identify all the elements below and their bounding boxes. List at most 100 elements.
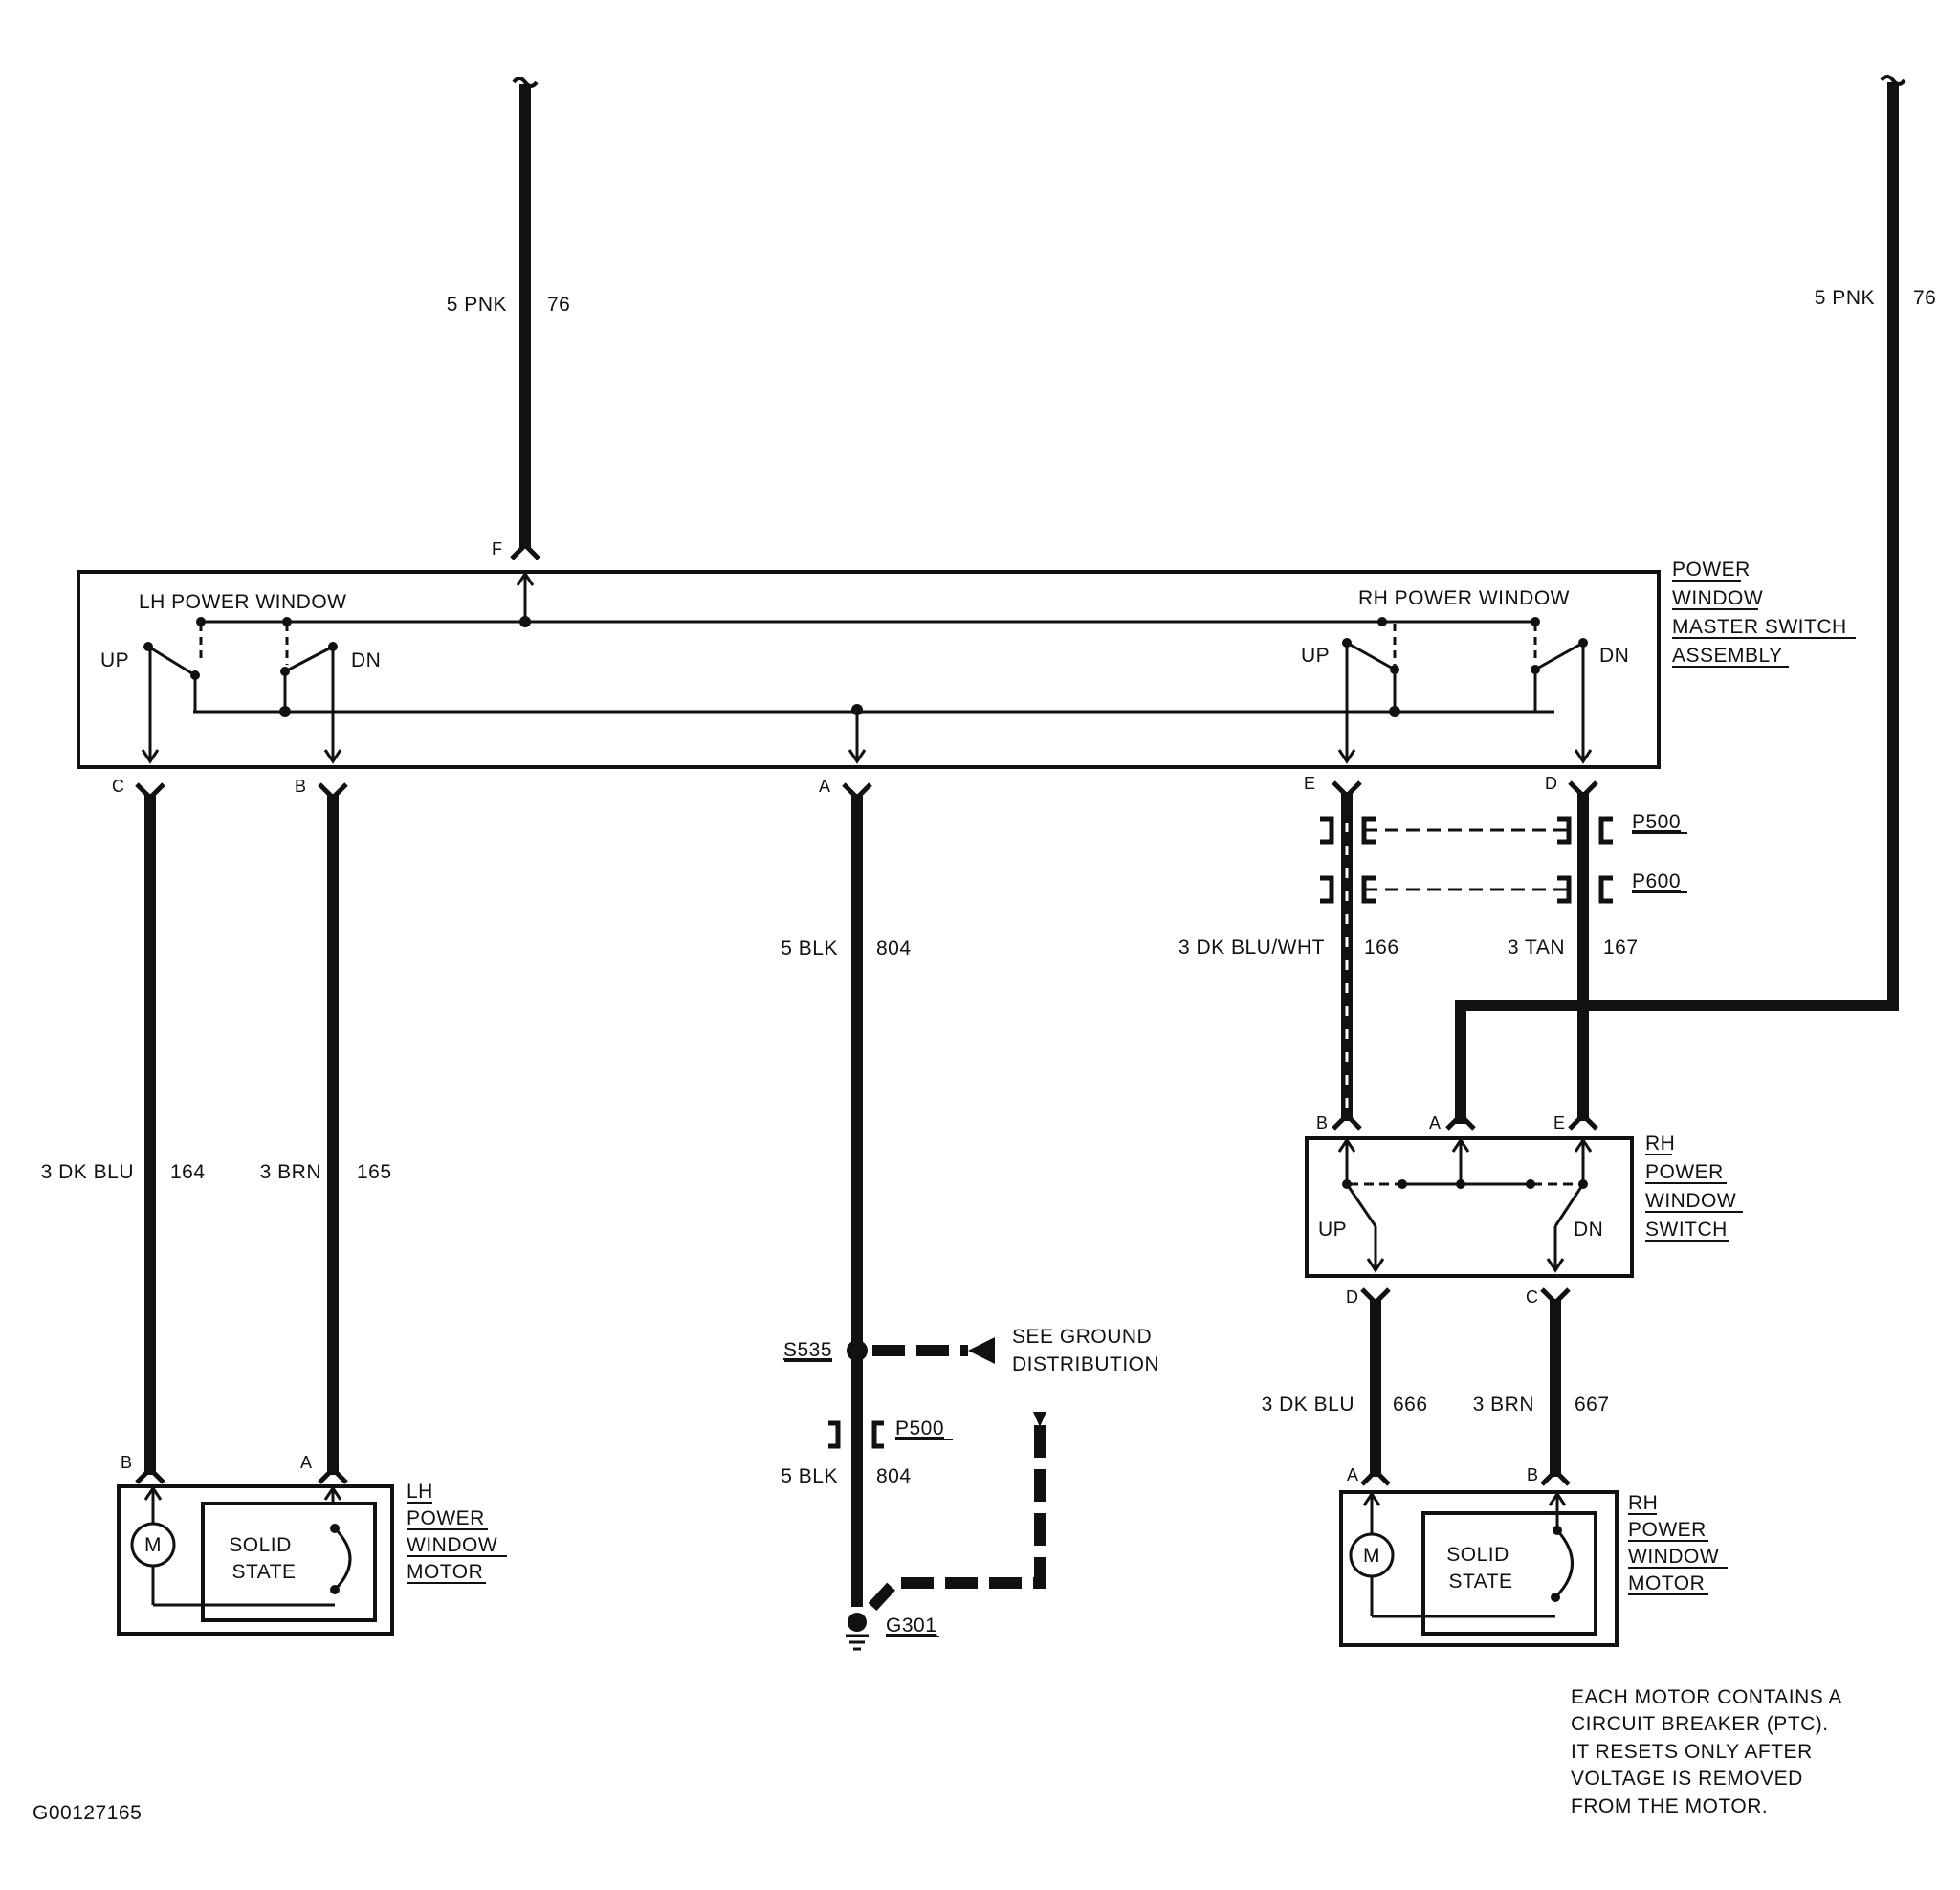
rh-switch-title-1: RH (1645, 1132, 1675, 1154)
note-line-4: VOLTAGE IS REMOVED (1571, 1768, 1803, 1790)
master-title-line-3: MASTER SWITCH (1672, 616, 1847, 638)
master-switch-assembly: LH POWER WINDOW RH POWER WINDOW UP DN (77, 559, 1856, 769)
rh-switch-title: RH POWER WINDOW SWITCH (1645, 1132, 1743, 1242)
rh-motor-a-wire: 3 DK BLU 666 (1262, 1299, 1428, 1477)
rh-dn-wire: 3 TAN 167 (1508, 792, 1639, 1121)
ptc-note: EACH MOTOR CONTAINS A CIRCUIT BREAKER (P… (1571, 1686, 1842, 1817)
splice-s535 (847, 1340, 868, 1361)
rh-switch-box (1305, 1136, 1634, 1278)
master-switch-box (77, 570, 1661, 769)
master-title-line-1: POWER (1672, 559, 1751, 581)
rh-switch-pin-d: D (1346, 1287, 1358, 1307)
rh-motor-m: M (1363, 1545, 1380, 1567)
lh-solid-line-1: SOLID (229, 1534, 292, 1556)
rh-dn-wire-circuit: 167 (1603, 936, 1639, 958)
rh-up-label: UP (1301, 645, 1330, 667)
splice-label: S535 (783, 1339, 832, 1361)
rh-power-window-switch: B A E UP DN RH POWER WINDOW SWIT (1305, 1111, 1743, 1307)
rh-connector-p600: P600 (1320, 870, 1687, 904)
note-line-1: EACH MOTOR CONTAINS A (1571, 1686, 1842, 1708)
rh-motor-title-2: POWER (1628, 1519, 1707, 1541)
right-feed-color: 5 PNK (1815, 287, 1875, 309)
note-line-2: CIRCUIT BREAKER (PTC). (1571, 1713, 1829, 1735)
rh-switch-up: UP (1318, 1219, 1347, 1241)
rh-switch-title-4: SWITCH (1645, 1219, 1728, 1241)
rh-up-wire-color: 3 DK BLU/WHT (1178, 936, 1325, 958)
rh-power-window-label: RH POWER WINDOW (1358, 587, 1570, 609)
rh-motor-a-circuit: 666 (1393, 1394, 1428, 1416)
p600-label: P600 (1632, 870, 1681, 892)
pin-c: C (112, 777, 124, 796)
lh-dn-label: DN (351, 649, 381, 671)
rh-solid-line-1: SOLID (1446, 1544, 1509, 1566)
rh-motor-b-color: 3 BRN (1473, 1394, 1534, 1416)
rh-switch-pin-a: A (1429, 1113, 1441, 1132)
ground-wire-circuit: 804 (876, 937, 912, 959)
ground-lower-color: 5 BLK (781, 1465, 838, 1487)
rh-solid-state-box (1421, 1511, 1597, 1636)
pin-a: A (819, 777, 830, 796)
p500-label: P500 (1632, 811, 1681, 833)
lh-up-label: UP (100, 649, 129, 671)
rh-up-wire-circuit: 166 (1364, 936, 1399, 958)
rh-motor-a-color: 3 DK BLU (1262, 1394, 1354, 1416)
lh-dn-wire-color: 3 BRN (260, 1161, 321, 1183)
lh-motor-box (117, 1484, 394, 1636)
lh-motor-title: LH POWER WINDOW MOTOR (407, 1481, 507, 1584)
lh-motor: B A M SOLID STATE LH POWER WINDOW MOTOR (117, 1453, 507, 1636)
rh-dn-label: DN (1599, 645, 1629, 667)
rh-motor-b-wire: 3 BRN 667 (1473, 1299, 1610, 1477)
figure-id: G00127165 (33, 1802, 142, 1824)
lh-dn-wire-circuit: 165 (357, 1161, 392, 1183)
right-feed-circuit: 76 (1913, 287, 1936, 309)
ground-connector-p500: P500 (895, 1418, 944, 1439)
note-line-5: FROM THE MOTOR. (1571, 1795, 1768, 1817)
lh-motor-title-1: LH (407, 1481, 433, 1503)
rh-motor-title-3: WINDOW (1628, 1546, 1719, 1568)
rh-switch-title-2: POWER (1645, 1161, 1724, 1183)
rh-switch-dn: DN (1574, 1219, 1603, 1241)
see-ground-line-1: SEE GROUND (1012, 1326, 1152, 1348)
lh-dn-wire: 3 BRN 165 (260, 794, 392, 1475)
lh-motor-m: M (144, 1534, 162, 1556)
lh-up-wire: 3 DK BLU 164 (41, 794, 206, 1475)
note-line-3: IT RESETS ONLY AFTER (1571, 1741, 1813, 1763)
rh-motor-pin-a: A (1347, 1465, 1358, 1484)
lh-motor-title-4: MOTOR (407, 1561, 483, 1583)
lh-motor-title-2: POWER (407, 1507, 485, 1529)
rh-switch-pin-e: E (1553, 1113, 1565, 1132)
ground-point-g301: G301 (886, 1615, 936, 1637)
lh-motor-pin-b: B (121, 1453, 132, 1472)
pin-b: B (295, 777, 306, 796)
lh-solid-state-box (201, 1502, 377, 1622)
pin-f: F (492, 539, 502, 559)
ground-circuit: 5 BLK 804 S535 SEE GROUND DISTRIBUTION P… (781, 794, 1159, 1651)
lh-solid-line-2: STATE (231, 1561, 296, 1583)
lh-up-wire-color: 3 DK BLU (41, 1161, 134, 1183)
rh-solid-line-2: STATE (1448, 1571, 1512, 1593)
rh-dn-wire-color: 3 TAN (1508, 936, 1565, 958)
rh-switch-pin-b: B (1316, 1113, 1328, 1132)
lh-motor-title-3: WINDOW (407, 1534, 497, 1556)
rh-switch-pin-c: C (1526, 1287, 1538, 1307)
lh-motor-pin-a: A (300, 1453, 312, 1472)
ground-wire-color: 5 BLK (781, 937, 838, 959)
rh-motor-title-1: RH (1628, 1492, 1658, 1514)
master-title-line-4: ASSEMBLY (1672, 645, 1783, 667)
rh-motor-box (1339, 1490, 1619, 1647)
lh-up-wire-circuit: 164 (170, 1161, 206, 1183)
rh-motor-b-circuit: 667 (1575, 1394, 1610, 1416)
left-feed-circuit: 76 (547, 294, 570, 316)
pin-d: D (1545, 774, 1557, 793)
rh-motor-title: RH POWER WINDOW MOTOR (1628, 1492, 1728, 1595)
rh-motor-pin-b: B (1527, 1465, 1538, 1484)
right-power-feed: 5 PNK 76 (1455, 75, 1936, 1124)
rh-up-wire: 3 DK BLU/WHT 166 (1178, 792, 1399, 1121)
see-ground-line-2: DISTRIBUTION (1012, 1353, 1159, 1375)
pin-e: E (1304, 774, 1315, 793)
rh-switch-title-3: WINDOW (1645, 1190, 1736, 1212)
rh-connector-p500: P500 (1320, 811, 1687, 845)
master-switch-title: POWER WINDOW MASTER SWITCH ASSEMBLY (1672, 559, 1856, 668)
master-title-line-2: WINDOW (1672, 587, 1763, 609)
